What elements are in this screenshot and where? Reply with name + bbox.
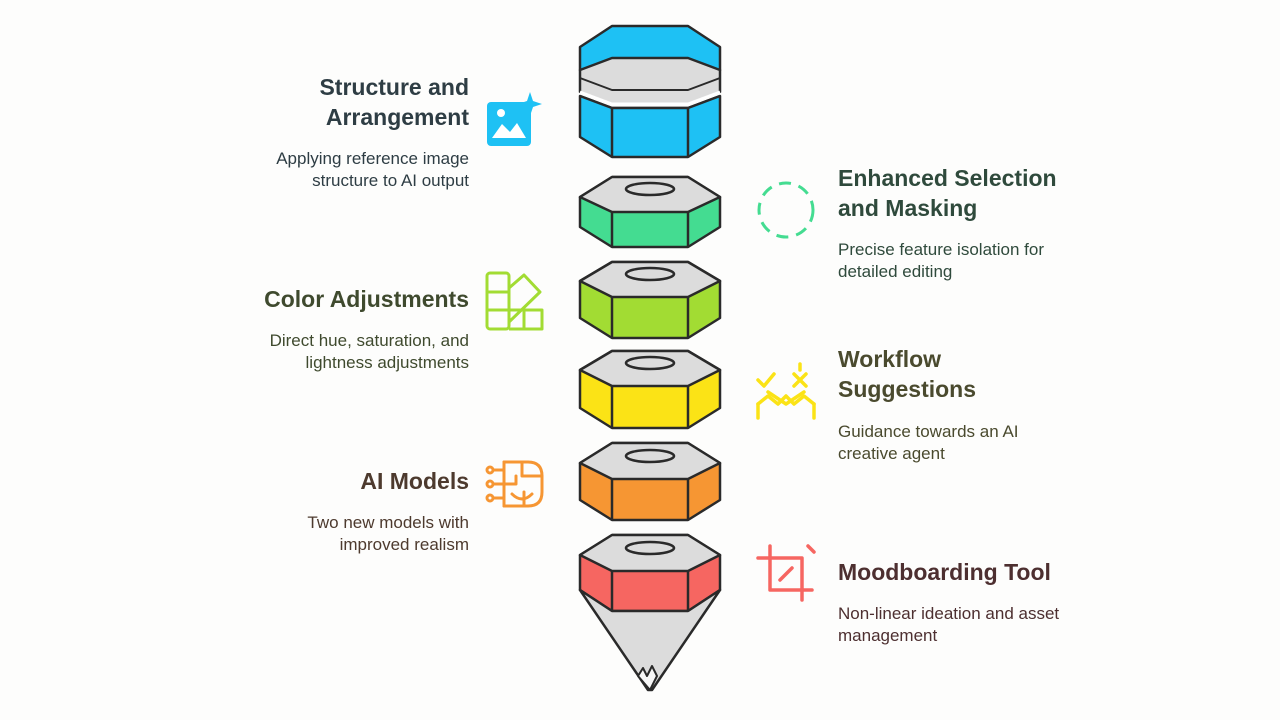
item-description-line: management bbox=[838, 626, 938, 645]
ai-brain-icon bbox=[485, 460, 544, 508]
item-title-line: Workflow bbox=[838, 346, 942, 372]
item-title: Moodboarding Tool bbox=[838, 557, 1051, 587]
item-title: Structure and Arrangement bbox=[319, 72, 469, 132]
item-title: AI Models bbox=[360, 466, 469, 496]
item-title: Workflow Suggestions bbox=[838, 344, 976, 404]
stack-segment-5 bbox=[578, 441, 722, 522]
item-title-line: Moodboarding Tool bbox=[838, 559, 1051, 585]
crop-icon bbox=[756, 544, 816, 602]
item-title: Color Adjustments bbox=[264, 284, 469, 314]
stack-segment-1 bbox=[578, 24, 722, 159]
item-description-line: Guidance towards an AI bbox=[838, 422, 1019, 441]
item-description-line: Direct hue, saturation, and bbox=[269, 331, 469, 350]
item-title-line: Suggestions bbox=[838, 376, 977, 402]
workflow-icon bbox=[756, 362, 816, 420]
item-description-line: improved realism bbox=[339, 535, 469, 554]
item-description: Applying reference image structure to AI… bbox=[276, 148, 469, 192]
item-title-line: Structure and bbox=[319, 74, 469, 100]
color-swatch-icon bbox=[485, 271, 544, 331]
item-title: Enhanced Selection and Masking bbox=[838, 163, 1057, 223]
item-description-line: creative agent bbox=[838, 444, 945, 463]
item-description: Direct hue, saturation, and lightness ad… bbox=[270, 330, 469, 374]
item-description: Precise feature isolation for detailed e… bbox=[838, 239, 1044, 283]
dashed-circle-icon bbox=[757, 181, 815, 239]
item-title-line: Enhanced Selection bbox=[838, 165, 1057, 191]
item-description-line: Non-linear ideation and asset bbox=[838, 604, 1060, 623]
item-description-line: Two new models with bbox=[307, 513, 469, 532]
item-description-line: Precise feature isolation for bbox=[838, 240, 1044, 259]
item-title-line: Arrangement bbox=[325, 104, 469, 130]
stack-segment-4 bbox=[578, 349, 722, 430]
image-sparkle-icon bbox=[487, 92, 542, 146]
item-title-line: and Masking bbox=[838, 195, 978, 221]
item-description: Guidance towards an AI creative agent bbox=[838, 421, 1019, 465]
item-description-line: structure to AI output bbox=[312, 171, 469, 190]
item-description: Non-linear ideation and asset management bbox=[838, 603, 1059, 647]
item-title-line: AI Models bbox=[360, 468, 469, 494]
item-description: Two new models with improved realism bbox=[307, 512, 469, 556]
item-title-line: Color Adjustments bbox=[264, 286, 469, 312]
item-description-line: detailed editing bbox=[838, 262, 953, 281]
stack-segment-2 bbox=[578, 175, 722, 249]
stack-segment-3 bbox=[578, 260, 722, 340]
item-description-line: Applying reference image bbox=[276, 149, 469, 168]
stack-segment-6 bbox=[578, 533, 722, 692]
item-description-line: lightness adjustments bbox=[305, 353, 469, 372]
